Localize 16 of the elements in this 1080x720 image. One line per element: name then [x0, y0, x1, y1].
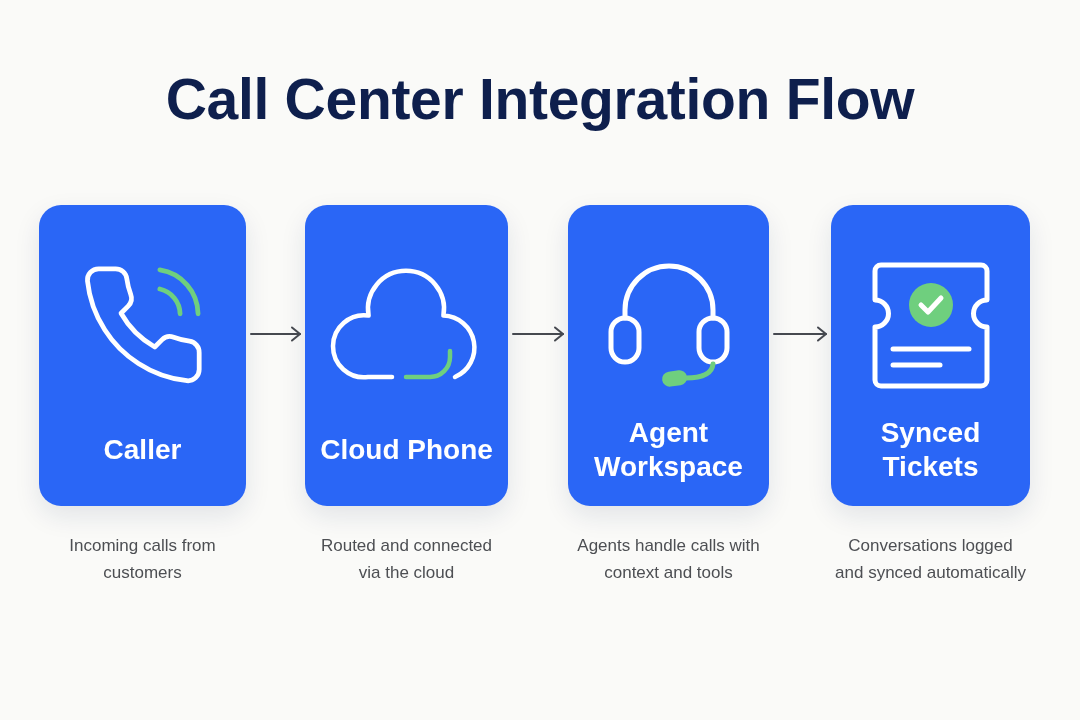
arrow — [250, 326, 301, 342]
description-text: Routed and connected via the cloud — [319, 535, 494, 584]
card-title: Agent Workspace — [593, 416, 744, 484]
process-card — [831, 205, 1030, 506]
process-card — [39, 205, 246, 506]
card-title: Caller — [103, 433, 182, 467]
arrow — [773, 326, 827, 342]
description-text: Agents handle calls with context and tools — [576, 535, 761, 584]
title: Call Center Integration Flow — [165, 66, 915, 133]
description-text: Conversations logged and synced automatically — [834, 535, 1027, 584]
arrow — [512, 326, 564, 342]
card-title: Cloud Phone — [320, 433, 493, 467]
process-card — [568, 205, 769, 506]
card-title: Synced Tickets — [879, 416, 982, 484]
process-card — [305, 205, 508, 506]
description-text: Incoming calls from customers — [68, 535, 217, 584]
